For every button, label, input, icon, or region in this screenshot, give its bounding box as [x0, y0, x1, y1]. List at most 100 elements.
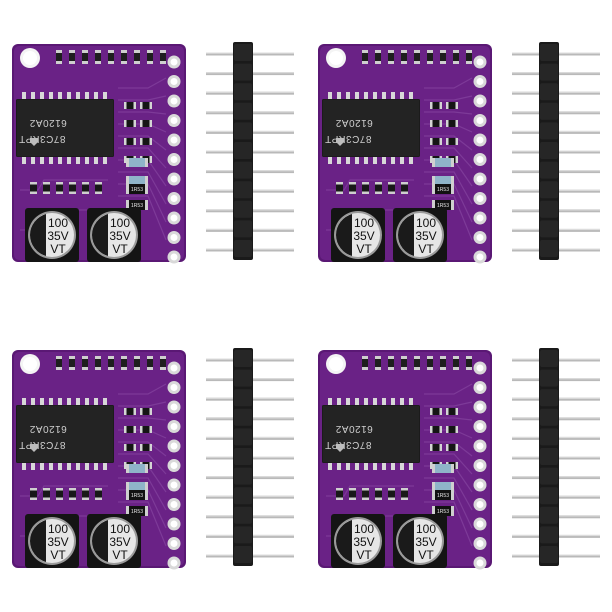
smd-resistor: [430, 408, 442, 415]
resistor-marking: 1R53: [131, 203, 143, 209]
smd-component: [414, 356, 420, 370]
smd-component: [375, 356, 381, 370]
smd-component: [121, 50, 127, 64]
smd-component: [69, 50, 75, 64]
smd-component: [466, 356, 472, 370]
capacitor-label-line-3: VT: [50, 548, 66, 562]
amplifier-ic: 87C3KPT 6120A2: [16, 92, 114, 164]
smd-resistor: [430, 120, 442, 127]
ceramic-capacitor: [432, 158, 454, 167]
chip-marking-line-1: 87C3KPT: [325, 439, 372, 450]
ceramic-capacitor: [432, 464, 454, 473]
smd-component: [147, 50, 153, 64]
amplifier-ic: 87C3KPT 6120A2: [322, 92, 420, 164]
smd-component: [108, 50, 114, 64]
chip-marking-line-2: 6120A2: [29, 423, 66, 434]
smd-component: [134, 50, 140, 64]
smd-component: [375, 488, 382, 500]
capacitor-label-line-1: 100: [48, 522, 68, 536]
capacitor-label-line-3: VT: [112, 548, 128, 562]
smd-component: [427, 50, 433, 64]
smd-component: [147, 356, 153, 370]
smd-component: [30, 488, 37, 500]
smd-component: [43, 182, 50, 194]
capacitor-label-line-2: 35V: [415, 535, 436, 549]
smd-component: [453, 50, 459, 64]
smd-component: [388, 356, 394, 370]
amplifier-ic: 87C3KPT 6120A2: [16, 398, 114, 470]
chip-marking-line-2: 6120A2: [29, 117, 66, 128]
smd-component: [401, 182, 408, 194]
smd-component: [375, 182, 382, 194]
marked-resistor: [432, 184, 454, 194]
smd-component: [95, 488, 102, 500]
ti-logo-icon: [30, 138, 38, 146]
resistor-marking: 1R53: [437, 203, 449, 209]
smd-component: [349, 488, 356, 500]
smd-resistor: [124, 102, 136, 109]
resistor-marking: 1R53: [437, 187, 449, 193]
smd-component: [466, 50, 472, 64]
smd-component: [440, 356, 446, 370]
capacitor-label-line-1: 100: [110, 522, 130, 536]
capacitor-label-line-3: VT: [356, 548, 372, 562]
pin-header: [512, 348, 600, 566]
marked-resistor: [126, 184, 148, 194]
smd-component: [56, 356, 62, 370]
smd-component: [43, 488, 50, 500]
capacitor-label-line-1: 100: [416, 216, 436, 230]
chip-marking-line-2: 6120A2: [335, 117, 372, 128]
smd-component: [401, 356, 407, 370]
smd-resistor: [446, 408, 458, 415]
ceramic-capacitor: [126, 464, 148, 473]
smd-resistor: [446, 120, 458, 127]
marked-resistor: [432, 490, 454, 500]
smd-resistor: [124, 444, 136, 451]
smd-component: [95, 356, 101, 370]
chip-marking-line-1: 87C3KPT: [19, 439, 66, 450]
ti-logo-icon: [336, 444, 344, 452]
ceramic-capacitor: [126, 158, 148, 167]
smd-component: [414, 50, 420, 64]
smd-resistor: [430, 138, 442, 145]
ti-logo-icon: [30, 444, 38, 452]
capacitor-label-line-3: VT: [50, 242, 66, 256]
smd-component: [401, 50, 407, 64]
smd-component: [388, 488, 395, 500]
chip-marking-line-1: 87C3KPT: [19, 133, 66, 144]
resistor-marking: 1R53: [131, 493, 143, 499]
smd-component: [160, 356, 166, 370]
smd-component: [375, 50, 381, 64]
smd-component: [160, 50, 166, 64]
smd-component: [336, 488, 343, 500]
smd-component: [427, 356, 433, 370]
marked-resistor: [126, 506, 148, 516]
smd-component: [82, 50, 88, 64]
marked-resistor: [126, 490, 148, 500]
smd-component: [95, 50, 101, 64]
capacitor-label-line-2: 35V: [415, 229, 436, 243]
capacitor-label-line-2: 35V: [109, 535, 130, 549]
smd-resistor: [446, 102, 458, 109]
smd-component: [82, 488, 89, 500]
smd-resistor: [140, 444, 152, 451]
capacitor-label-line-2: 35V: [353, 229, 374, 243]
resistor-marking: 1R53: [131, 187, 143, 193]
smd-component: [108, 356, 114, 370]
chip-marking-line-1: 87C3KPT: [325, 133, 372, 144]
capacitor-label-line-1: 100: [354, 522, 374, 536]
ceramic-capacitor: [126, 482, 148, 491]
